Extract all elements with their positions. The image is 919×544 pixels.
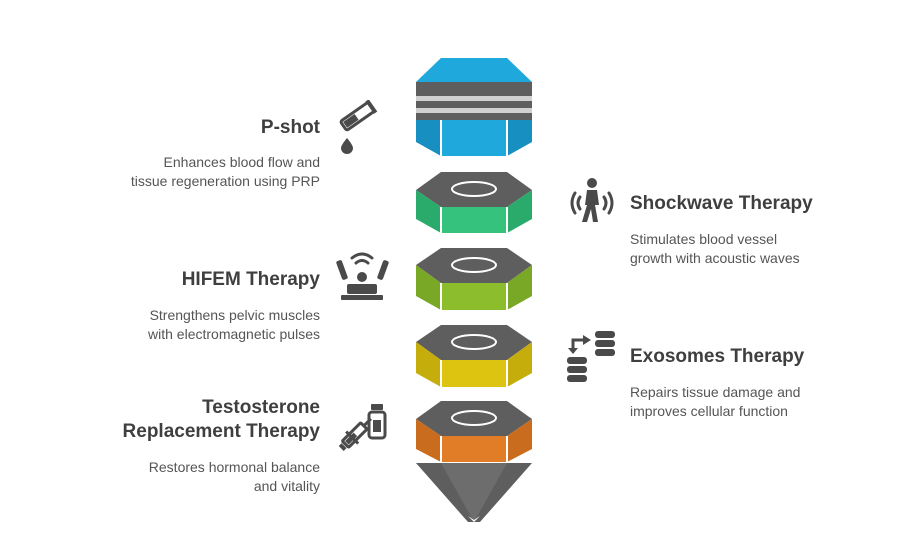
testosterone-title: Testosterone Replacement Therapy — [80, 396, 320, 444]
exosomes-desc-line1: Repairs tissue damage and — [630, 384, 801, 400]
tower-base-cone — [416, 463, 532, 522]
layer-hifem — [416, 248, 532, 310]
testosterone-title-line1: Testosterone — [202, 397, 320, 418]
person-waves-icon — [570, 178, 614, 222]
transfer-stack-icon — [567, 331, 615, 382]
testosterone-title-line2: Replacement Therapy — [122, 421, 320, 442]
testosterone-description: Restores hormonal balance and vitality — [80, 458, 320, 496]
shockwave-title: Shockwave Therapy — [630, 193, 813, 214]
hifem-desc-line1: Strengthens pelvic muscles — [149, 307, 320, 323]
syringe-vial-icon — [338, 404, 387, 451]
hifem-title: HIFEM Therapy — [181, 269, 320, 290]
shockwave-desc-line1: Stimulates blood vessel — [630, 231, 778, 247]
layer-p-shot — [416, 58, 532, 156]
layer-exosomes — [416, 325, 532, 387]
test-tube-drop-icon — [339, 100, 378, 154]
p-shot-title: P-shot — [260, 117, 320, 138]
exosomes-desc-line2: improves cellular function — [630, 403, 788, 419]
p-shot-desc-line2: tissue regeneration using PRP — [130, 173, 320, 189]
device-signal-icon — [336, 252, 389, 300]
testosterone-desc-line1: Restores hormonal balance — [148, 459, 320, 475]
layer-shockwave — [416, 172, 532, 233]
hifem-desc-line2: with electromagnetic pulses — [148, 326, 320, 342]
p-shot-description: Enhances blood flow and tissue regenerat… — [80, 153, 320, 191]
shockwave-desc-line2: growth with acoustic waves — [630, 250, 800, 266]
exosomes-title: Exosomes Therapy — [630, 346, 805, 367]
hifem-description: Strengthens pelvic muscles with electrom… — [80, 306, 320, 344]
testosterone-desc-line2: and vitality — [253, 478, 320, 494]
exosomes-description: Repairs tissue damage and improves cellu… — [630, 383, 870, 421]
layer-testosterone — [416, 401, 532, 462]
p-shot-desc-line1: Enhances blood flow and — [163, 154, 320, 170]
shockwave-description: Stimulates blood vessel growth with acou… — [630, 230, 870, 268]
